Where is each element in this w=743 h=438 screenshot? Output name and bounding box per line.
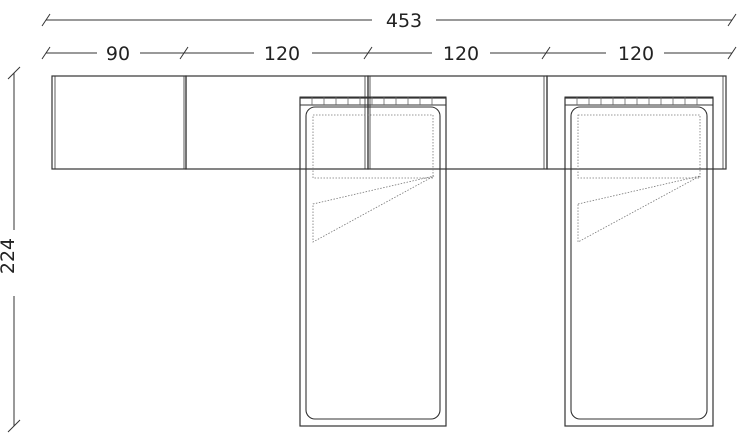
- bed-1-pillow: [312, 114, 434, 179]
- bed-1-folded-blanket: [312, 175, 435, 243]
- bed-1: [299, 76, 447, 427]
- bed-2-headboard: [564, 96, 714, 106]
- bed-2-pillow: [577, 114, 701, 179]
- cabinet-2: [185, 75, 369, 170]
- bed-1-headboard: [299, 96, 447, 106]
- dimension-label-segment-3: 120: [443, 43, 479, 65]
- dimension-label-height: 224: [0, 238, 19, 274]
- dimension-label-total-width: 453: [386, 10, 422, 32]
- dimension-height: 224: [0, 66, 21, 433]
- bed-2-frame: [564, 97, 714, 427]
- cabinet-4: [546, 75, 727, 170]
- wall-cabinet-strip: [51, 75, 727, 170]
- dimension-segments: 90 120 120 120: [41, 43, 737, 65]
- cabinet-1: [51, 75, 187, 170]
- dimension-label-segment-1: 90: [106, 43, 130, 65]
- dimension-label-segment-2: 120: [264, 43, 300, 65]
- dimension-label-segment-4: 120: [618, 43, 654, 65]
- bed-2: [564, 96, 714, 427]
- bed-1-frame: [299, 97, 447, 427]
- bed-2-mattress: [570, 106, 708, 420]
- dimension-total-width: 453: [41, 10, 737, 32]
- bed-2-folded-blanket: [577, 175, 701, 243]
- bed-1-mattress: [305, 106, 441, 420]
- cabinet-3: [367, 75, 548, 170]
